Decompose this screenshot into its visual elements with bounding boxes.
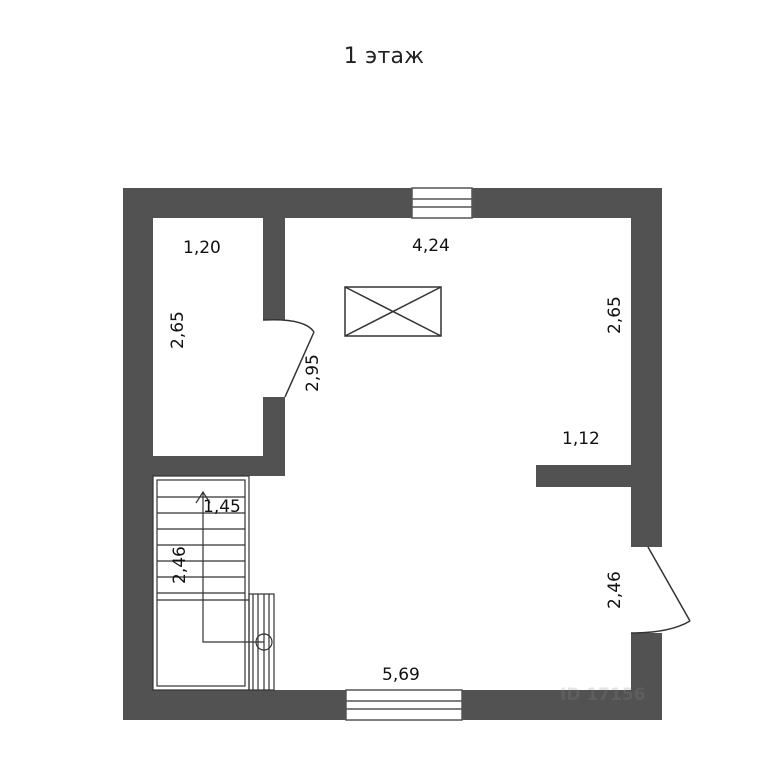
dim-entry-height: 2,46 [605, 571, 625, 609]
dim-stair-height: 2,46 [170, 546, 190, 584]
wall-partition [536, 465, 631, 487]
wall-small-room-right-top [263, 218, 285, 320]
dim-door: 2,95 [303, 354, 323, 392]
window-top [411, 187, 473, 219]
wall-right-lower [631, 633, 662, 720]
door-small-room [262, 319, 315, 398]
dim-partition: 1,12 [562, 429, 600, 449]
wall-top-left [123, 188, 412, 218]
dim-main-width-top: 4,24 [412, 236, 450, 256]
dim-small-room-height: 2,65 [168, 311, 188, 349]
wall-top-right [472, 188, 662, 218]
floor-title: 1 этаж [343, 44, 425, 69]
watermark: ID 17156 [560, 685, 646, 705]
window-bottom [345, 689, 463, 721]
door-entry [630, 546, 691, 634]
wall-right-upper [631, 188, 662, 547]
dim-stair-width: 1,45 [203, 497, 241, 517]
staircase [152, 475, 275, 691]
watermark-text: ID 17156 [560, 685, 646, 705]
wall-bottom-left [123, 690, 346, 720]
walls [123, 188, 662, 720]
wall-small-room-bottom [153, 456, 285, 476]
dim-small-room-width: 1,20 [183, 238, 221, 258]
wall-bottom-right [462, 690, 662, 720]
dim-main-height-right: 2,65 [605, 296, 625, 334]
wall-left [123, 188, 153, 720]
ceiling-hatch [344, 286, 442, 337]
dim-bottom-width: 5,69 [382, 665, 420, 685]
